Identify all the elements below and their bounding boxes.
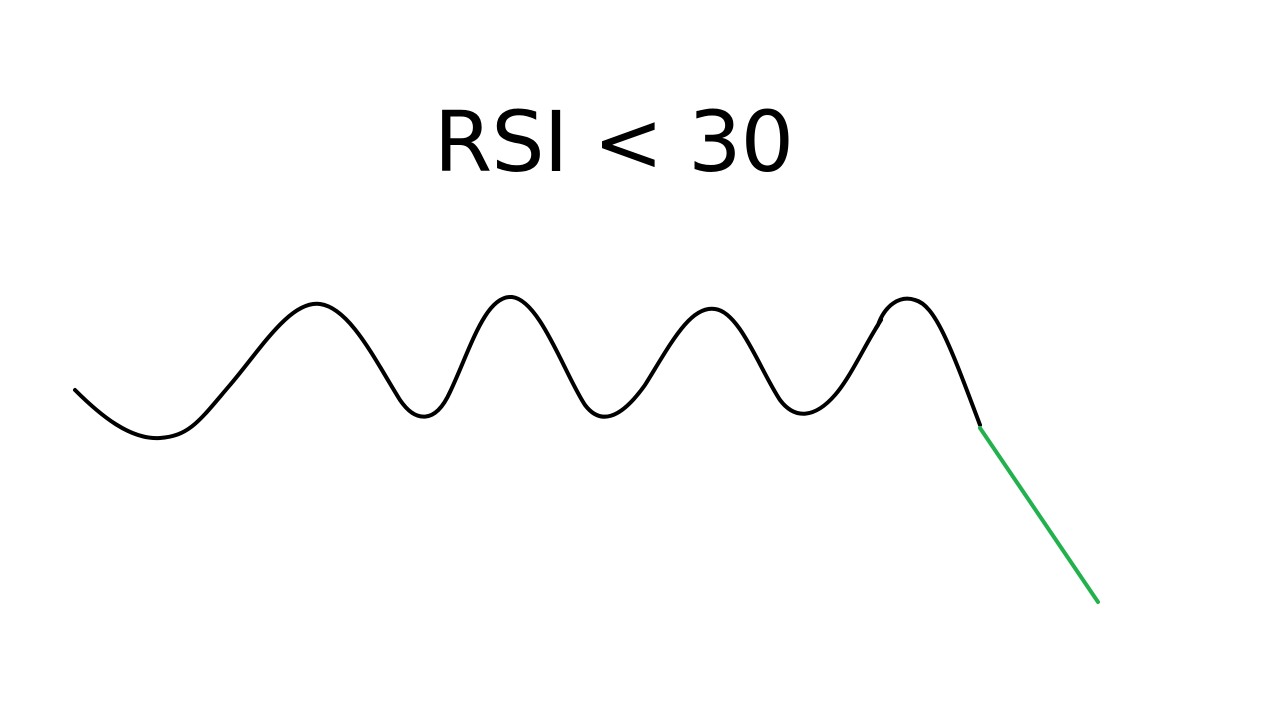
oscillator-notch <box>874 318 883 330</box>
downtrend-line <box>978 426 1100 604</box>
oscillating-price-line <box>73 294 982 441</box>
slide-title: RSI < 30 <box>433 93 794 191</box>
